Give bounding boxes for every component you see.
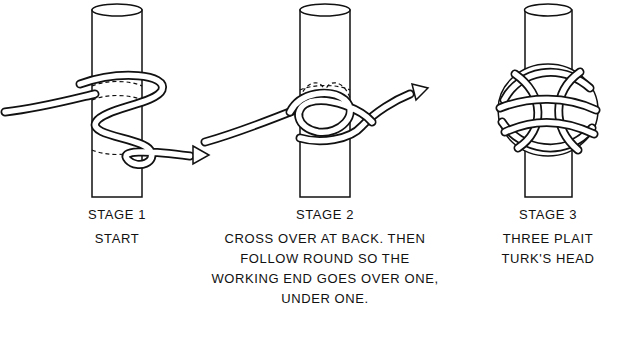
rope	[500, 99, 596, 110]
stage-title: STAGE 1	[47, 205, 187, 225]
rope	[80, 75, 190, 164]
rope	[5, 94, 95, 112]
direction-arrow	[193, 146, 209, 164]
rope	[290, 93, 372, 132]
stage-title: STAGE 2	[255, 205, 395, 225]
hidden-turn	[92, 96, 142, 101]
stage-note: CROSS OVER AT BACK. THEN FOLLOW ROUND SO…	[209, 229, 441, 309]
direction-arrow	[412, 84, 428, 100]
rope	[290, 93, 372, 132]
rope	[80, 75, 190, 164]
rope	[515, 74, 538, 148]
pipe-top	[300, 4, 350, 16]
rope	[500, 99, 596, 110]
rope	[559, 72, 580, 150]
pipe-top	[92, 4, 142, 16]
knot-ball	[498, 64, 598, 156]
pipe-top	[525, 4, 572, 16]
stage-note: THREE PLAIT TURK'S HEAD	[493, 229, 603, 269]
rope	[559, 72, 580, 150]
rope	[505, 122, 594, 134]
stage-note: START	[47, 229, 187, 249]
rope	[515, 74, 538, 148]
rope	[505, 122, 594, 134]
rope	[5, 94, 95, 112]
stage-title: STAGE 3	[478, 205, 618, 225]
